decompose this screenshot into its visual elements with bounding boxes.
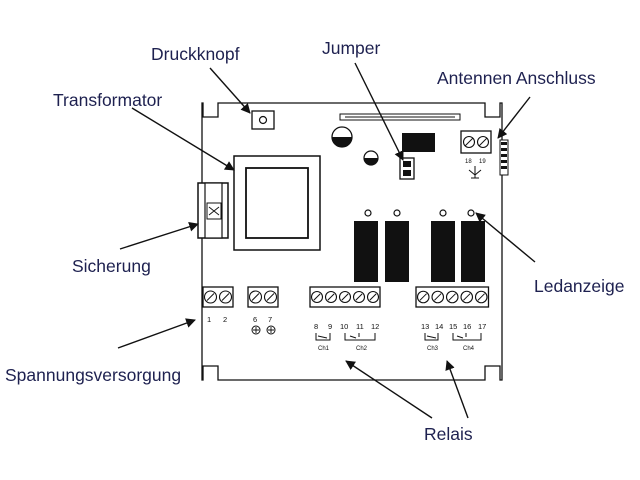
- callout-arrows: [117, 62, 536, 419]
- terminal-number: 8: [314, 322, 318, 331]
- channel-label: Ch1: [318, 346, 330, 352]
- relay-group: [354, 221, 485, 282]
- terminal-block-relay-right: [415, 286, 490, 308]
- relay-contact-symbols: [315, 333, 482, 341]
- ground-symbols: [251, 325, 276, 335]
- channel-label: Ch3: [427, 346, 439, 352]
- terminal-number: 11: [356, 322, 364, 331]
- terminal-number: 9: [328, 322, 332, 331]
- antenna-symbol: [468, 166, 482, 179]
- label-sicherung: Sicherung: [72, 256, 151, 276]
- terminal-number: 13: [421, 322, 429, 331]
- label-jumper: Jumper: [322, 38, 381, 58]
- label-relais: Relais: [424, 424, 473, 444]
- capacitor: [331, 126, 353, 148]
- terminal-number: 19: [479, 159, 486, 165]
- label-druckknopf: Druckknopf: [151, 44, 240, 64]
- fuse-holder: [197, 182, 229, 239]
- terminal-number: 17: [478, 322, 486, 331]
- jumper: [399, 157, 415, 180]
- board-outline: [201, 102, 503, 381]
- terminal-number: 15: [449, 322, 457, 331]
- label-ledanzeige: Ledanzeige: [534, 276, 625, 296]
- terminal-block-power: [202, 286, 234, 308]
- antenna-terminal: [460, 130, 492, 154]
- label-transformator: Transformator: [53, 90, 162, 110]
- terminal-number: 16: [463, 322, 471, 331]
- terminal-number: 1: [207, 315, 211, 324]
- terminal-block-aux: [247, 286, 279, 308]
- terminal-number: 14: [435, 322, 443, 331]
- dark-chip: [402, 133, 435, 152]
- terminal-number: 6: [253, 315, 257, 324]
- terminal-number: 18: [465, 159, 472, 165]
- terminal-number: 10: [340, 322, 348, 331]
- channel-label: Ch2: [356, 346, 368, 352]
- label-spannungsversorgung: Spannungsversorgung: [5, 365, 181, 385]
- terminal-number: 2: [223, 315, 227, 324]
- led-group: [364, 209, 475, 217]
- transformer: [233, 155, 321, 251]
- terminal-block-relay-left: [309, 286, 381, 308]
- small-component: [363, 150, 379, 166]
- terminal-number: 12: [371, 322, 379, 331]
- channel-label: Ch4: [463, 346, 475, 352]
- push-button: [251, 110, 275, 130]
- antenna-connector-strip: [499, 139, 509, 176]
- terminal-number: 7: [268, 315, 272, 324]
- label-antennen-anschluss: Antennen Anschluss: [437, 68, 596, 88]
